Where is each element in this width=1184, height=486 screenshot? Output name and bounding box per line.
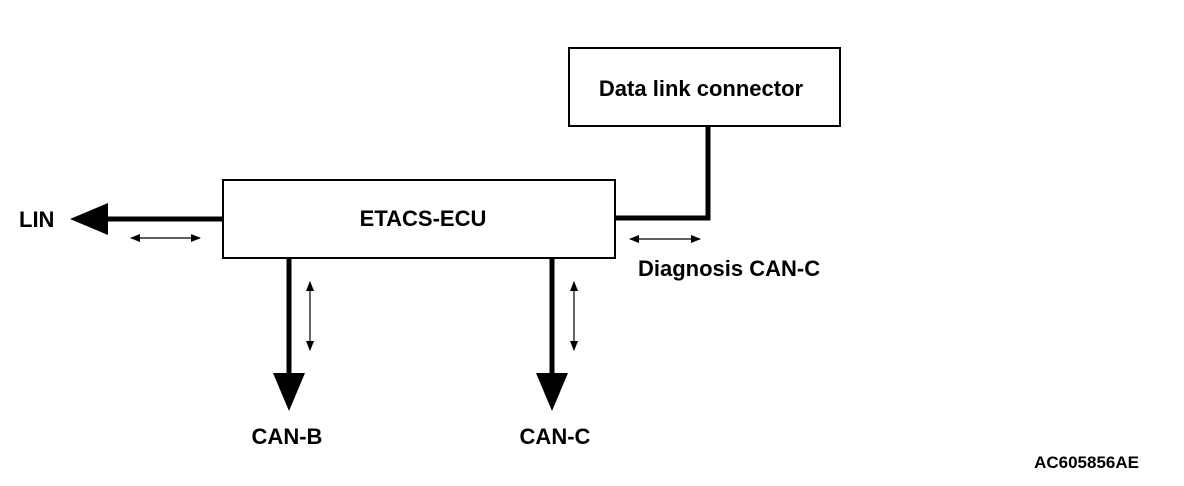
data-link-connector-label: Data link connector <box>599 76 804 101</box>
diagnosis-bus-line <box>615 126 711 221</box>
can-c-arrowhead <box>536 373 568 411</box>
can-c-label: CAN-C <box>520 424 591 449</box>
can-b-label: CAN-B <box>252 424 323 449</box>
data-link-connector-box <box>568 47 841 127</box>
etacs-ecu-label: ETACS-ECU <box>360 206 487 231</box>
diagnosis-can-c-label: Diagnosis CAN-C <box>638 256 820 281</box>
figure-code: AC605856AE <box>1034 453 1139 472</box>
etacs-ecu-box <box>222 179 616 259</box>
lin-arrowhead <box>70 203 108 235</box>
lin-label: LIN <box>19 207 54 232</box>
can-b-arrowhead <box>273 373 305 411</box>
